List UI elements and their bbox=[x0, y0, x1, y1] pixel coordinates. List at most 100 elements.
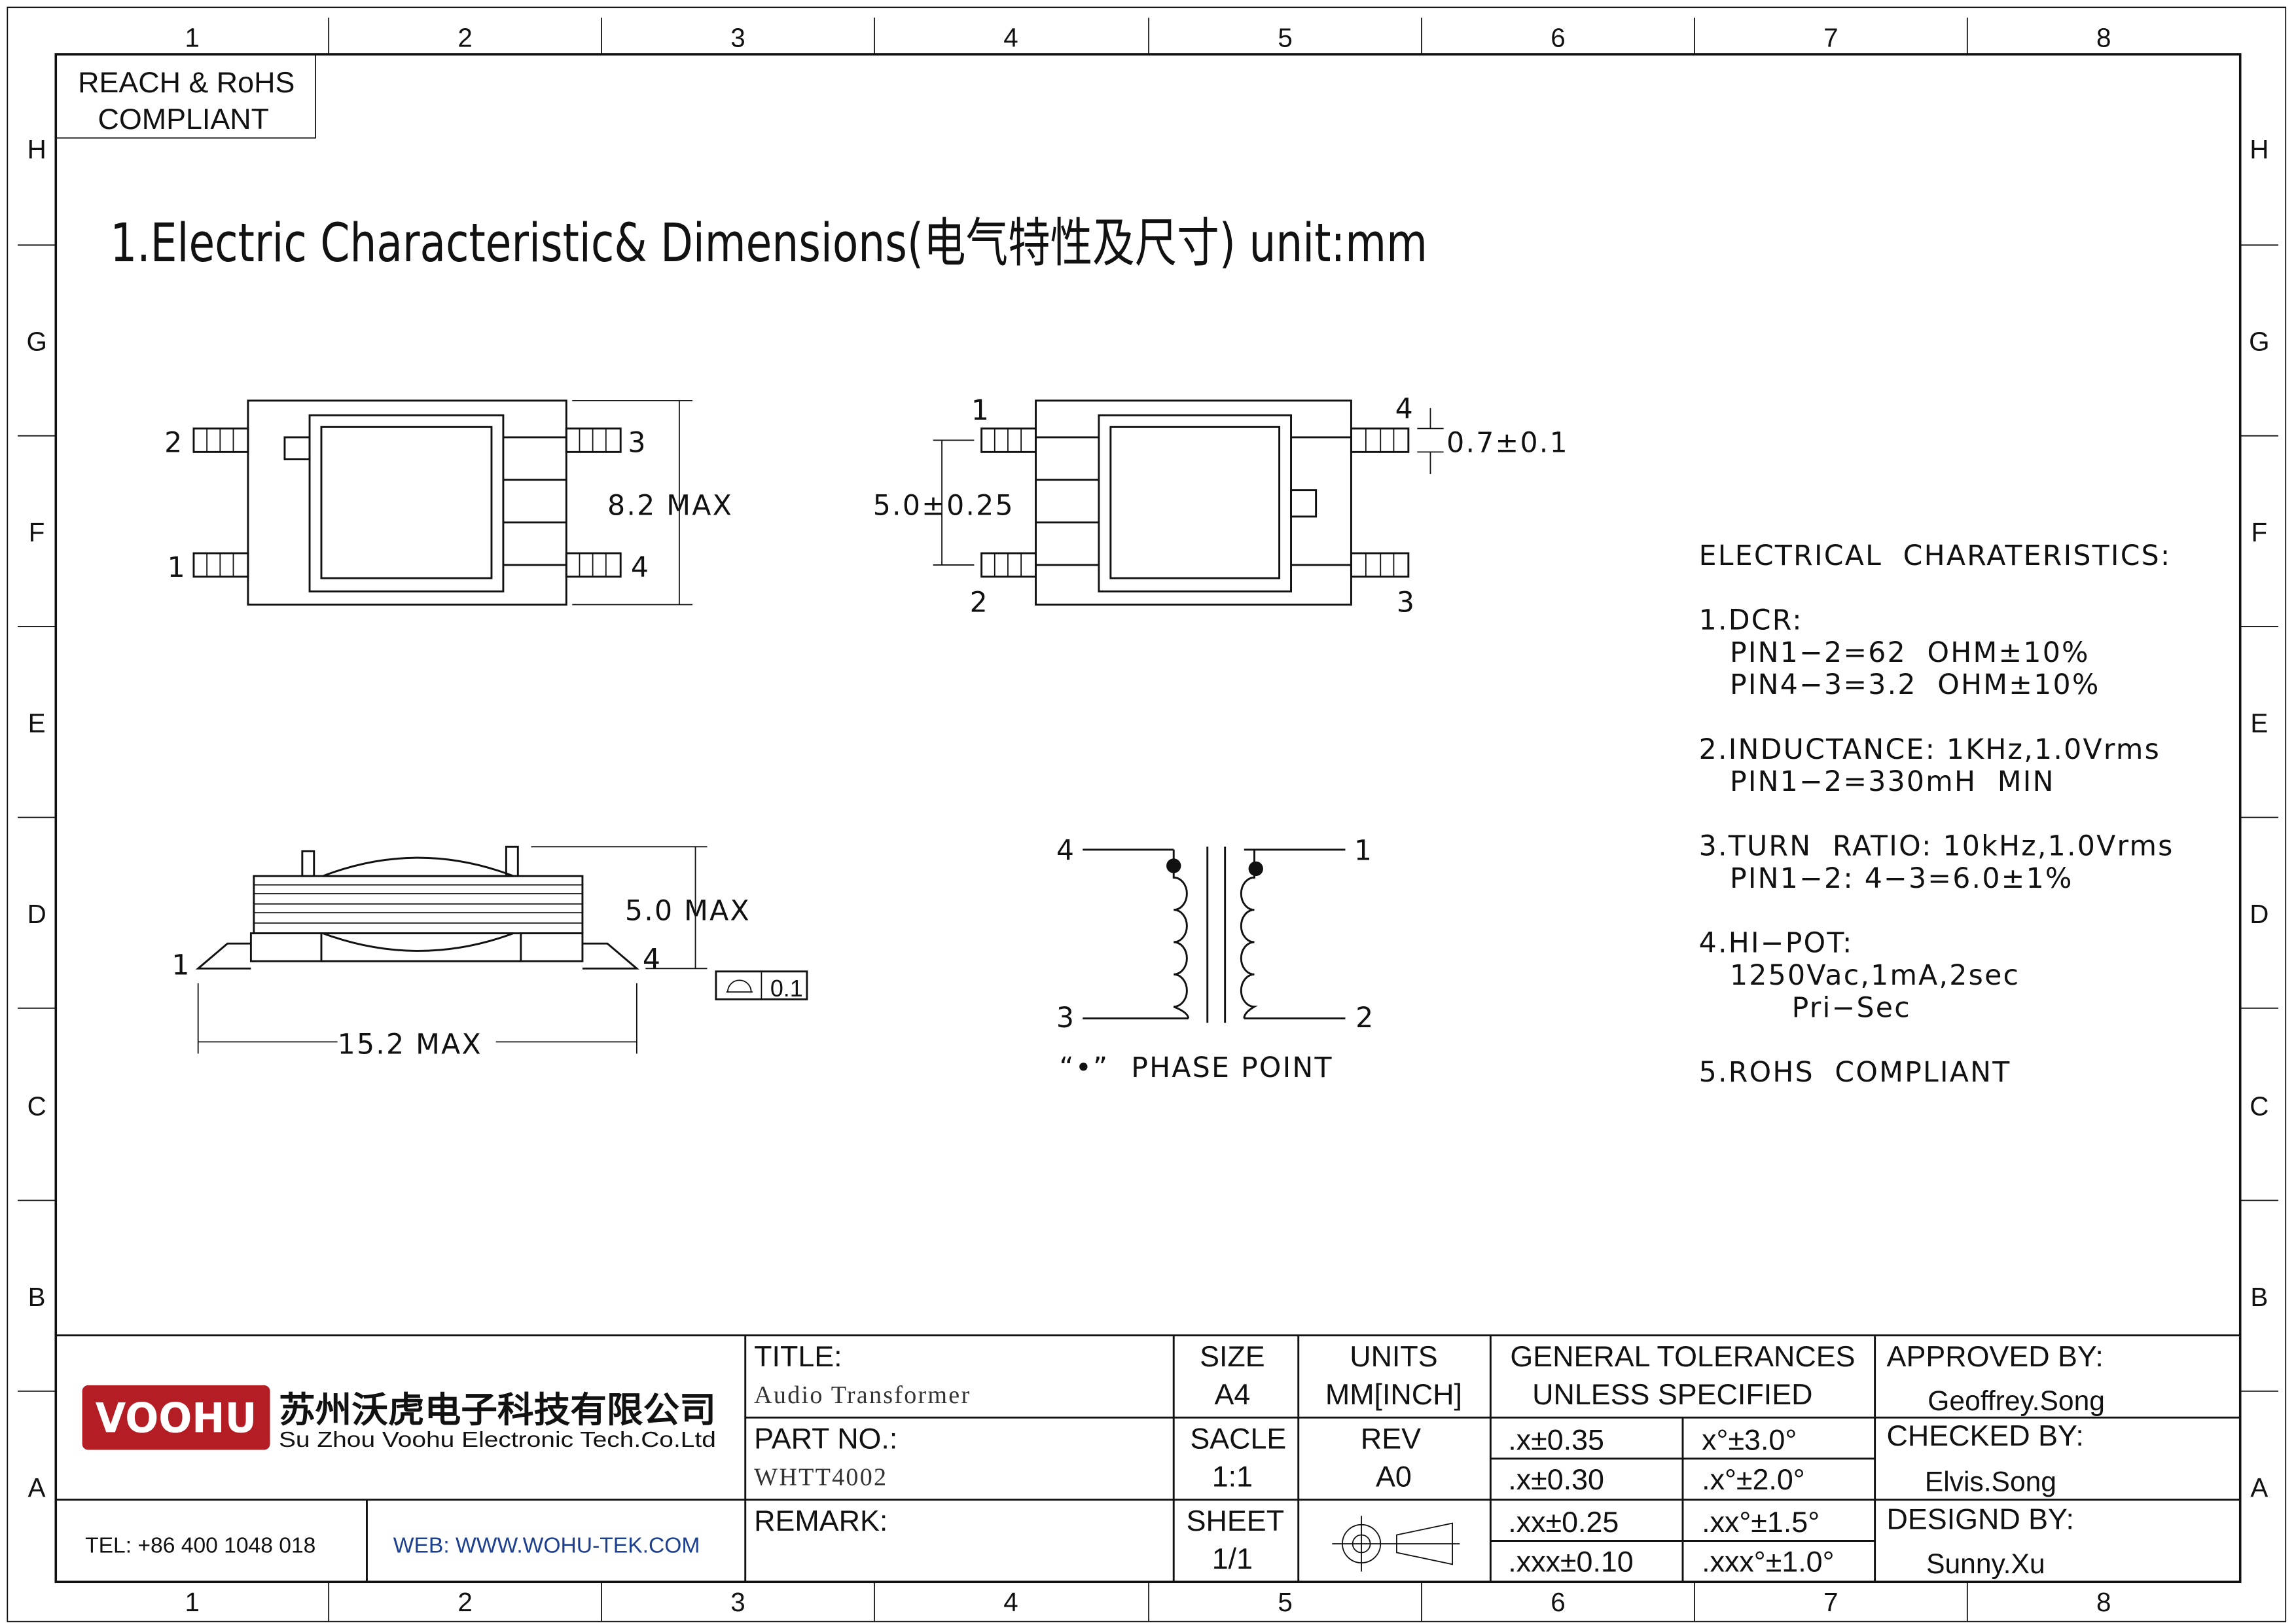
column-label: 7 bbox=[1823, 23, 1838, 53]
tolerance-linear: .x±0.35 bbox=[1508, 1424, 1604, 1457]
column-label: 1 bbox=[185, 23, 200, 53]
pin-label: 4 bbox=[631, 551, 650, 584]
column-label: 4 bbox=[1003, 23, 1018, 53]
row-label: H bbox=[2250, 134, 2269, 164]
units-label: UNITS bbox=[1350, 1340, 1437, 1373]
pin-pad bbox=[1350, 552, 1410, 578]
tolerance-heading: GENERAL TOLERANCES bbox=[1510, 1340, 1855, 1373]
phase-dot-symbol: “•” bbox=[1059, 1051, 1109, 1084]
website-link[interactable]: WEB: WWW.WOHU-TEK.COM bbox=[393, 1533, 700, 1558]
row-label: B bbox=[28, 1282, 46, 1312]
pin-label: 3 bbox=[1056, 1002, 1075, 1034]
rev-label: REV bbox=[1361, 1422, 1421, 1455]
column-label: 5 bbox=[1278, 1587, 1292, 1617]
dimension-length: 15.2 MAX bbox=[338, 1028, 482, 1061]
scale-label: SACLE bbox=[1190, 1422, 1286, 1455]
column-label: 3 bbox=[730, 23, 745, 53]
sheet-value: 1/1 bbox=[1212, 1542, 1253, 1575]
pin-pad bbox=[980, 428, 1037, 453]
pin-label: 1 bbox=[171, 949, 190, 981]
electrical-line: PIN1−2=330mH MIN bbox=[1699, 765, 2055, 798]
transformer-schematic: 4 1 3 2 “•” PHASE POINT bbox=[1056, 834, 1373, 1084]
pin-pad bbox=[192, 552, 249, 578]
pin-pad bbox=[565, 428, 622, 453]
company-name-en: Su Zhou Voohu Electronic Tech.Co.Ltd bbox=[279, 1428, 716, 1452]
row-label: A bbox=[28, 1472, 46, 1503]
pin-label: 1 bbox=[168, 551, 187, 584]
row-label: C bbox=[27, 1091, 46, 1121]
tolerance-linear: .x±0.30 bbox=[1508, 1463, 1604, 1496]
page-heading: 1.Electric Characteristic& Dimensions(电气… bbox=[110, 213, 1427, 274]
pin-label: 4 bbox=[1395, 393, 1414, 426]
title-block: VOOHU 苏州沃虎电子科技有限公司 Su Zhou Voohu Electro… bbox=[56, 1334, 2240, 1582]
units-value: MM[INCH] bbox=[1325, 1378, 1462, 1411]
row-label: E bbox=[2250, 708, 2268, 738]
tel: TEL: +86 400 1048 018 bbox=[85, 1533, 315, 1558]
electrical-heading: ELECTRICAL CHARATERISTICS: bbox=[1699, 539, 2172, 572]
company-name-cn: 苏州沃虎电子科技有限公司 bbox=[279, 1389, 716, 1431]
side-view: 1 4 5.0 MAX 15.2 MAX 0.1 bbox=[171, 845, 808, 1061]
approved-label: APPROVED BY: bbox=[1887, 1340, 2104, 1373]
dimension-height: 8.2 MAX bbox=[607, 490, 733, 522]
pin-label: 1 bbox=[971, 394, 990, 427]
pin-pad bbox=[565, 552, 622, 578]
column-label: 2 bbox=[457, 1587, 472, 1617]
designed-value: Sunny.Xu bbox=[1926, 1548, 2045, 1580]
electrical-line: PIN1−2: 4−3=6.0±1% bbox=[1699, 862, 2073, 895]
compliance-line2: COMPLIANT bbox=[98, 103, 269, 136]
row-label: F bbox=[29, 517, 45, 547]
tolerance-linear: .xxx±0.10 bbox=[1508, 1546, 1633, 1578]
electrical-line: 3.TURN RATIO: 10kHz,1.0Vrms bbox=[1699, 830, 2174, 863]
pin-label: 2 bbox=[970, 587, 989, 619]
logo-text: VOOHU bbox=[96, 1395, 257, 1442]
row-label: H bbox=[27, 134, 46, 164]
dimension-pitch: 5.0±0.25 bbox=[873, 490, 1014, 522]
column-label: 2 bbox=[457, 23, 472, 53]
row-label: F bbox=[2251, 517, 2268, 547]
column-label: 3 bbox=[730, 1587, 745, 1617]
row-label: C bbox=[2250, 1091, 2269, 1121]
electrical-line: 4.HI−POT: bbox=[1699, 927, 1854, 960]
row-label: G bbox=[2249, 327, 2269, 357]
top-view-right: 1 4 2 3 5.0±0.25 0.7±0.1 bbox=[873, 393, 1569, 619]
checked-value: Elvis.Song bbox=[1925, 1466, 2056, 1497]
flatness-value: 0.1 bbox=[770, 976, 803, 1002]
column-label: 6 bbox=[1551, 23, 1565, 53]
tolerance-subheading: UNLESS SPECIFIED bbox=[1532, 1378, 1812, 1411]
phase-dot bbox=[1166, 858, 1181, 873]
top-view-left: 2 3 1 4 8.2 MAX bbox=[164, 399, 733, 606]
scale-value: 1:1 bbox=[1212, 1461, 1253, 1493]
pin-label: 1 bbox=[1354, 834, 1373, 867]
dimension-height: 5.0 MAX bbox=[625, 894, 751, 927]
column-label: 6 bbox=[1551, 1587, 1565, 1617]
pin-label: 2 bbox=[164, 426, 183, 459]
title-value: Audio Transformer bbox=[754, 1381, 971, 1409]
tolerance-linear: .xx±0.25 bbox=[1508, 1506, 1619, 1539]
tolerance-angular: .xxx°±1.0° bbox=[1702, 1546, 1834, 1578]
tolerance-angular: x°±3.0° bbox=[1702, 1424, 1797, 1457]
pin-label: 4 bbox=[643, 943, 662, 976]
dimension-pin-width: 0.7±0.1 bbox=[1446, 426, 1569, 459]
pin-label: 4 bbox=[1056, 834, 1075, 867]
part-number: WHTT4002 bbox=[754, 1463, 888, 1491]
remark-label: REMARK: bbox=[754, 1504, 888, 1537]
electrical-line: 1250Vac,1mA,2sec bbox=[1699, 959, 2020, 992]
row-label: E bbox=[28, 708, 46, 738]
row-label: A bbox=[2250, 1472, 2268, 1503]
electrical-line: PIN4−3=3.2 OHM±10% bbox=[1699, 668, 2100, 701]
size-label: SIZE bbox=[1200, 1340, 1265, 1373]
column-label: 8 bbox=[2096, 23, 2111, 53]
pin-pad bbox=[980, 552, 1037, 578]
column-label: 4 bbox=[1003, 1587, 1018, 1617]
company-logo: VOOHU bbox=[82, 1385, 270, 1450]
row-label: D bbox=[2250, 899, 2269, 929]
designed-label: DESIGND BY: bbox=[1887, 1503, 2074, 1536]
electrical-line: 5.ROHS COMPLIANT bbox=[1699, 1056, 2011, 1089]
pin-pad bbox=[192, 428, 249, 453]
size-value: A4 bbox=[1214, 1378, 1250, 1411]
compliance-line1: REACH & RoHS bbox=[78, 66, 295, 99]
